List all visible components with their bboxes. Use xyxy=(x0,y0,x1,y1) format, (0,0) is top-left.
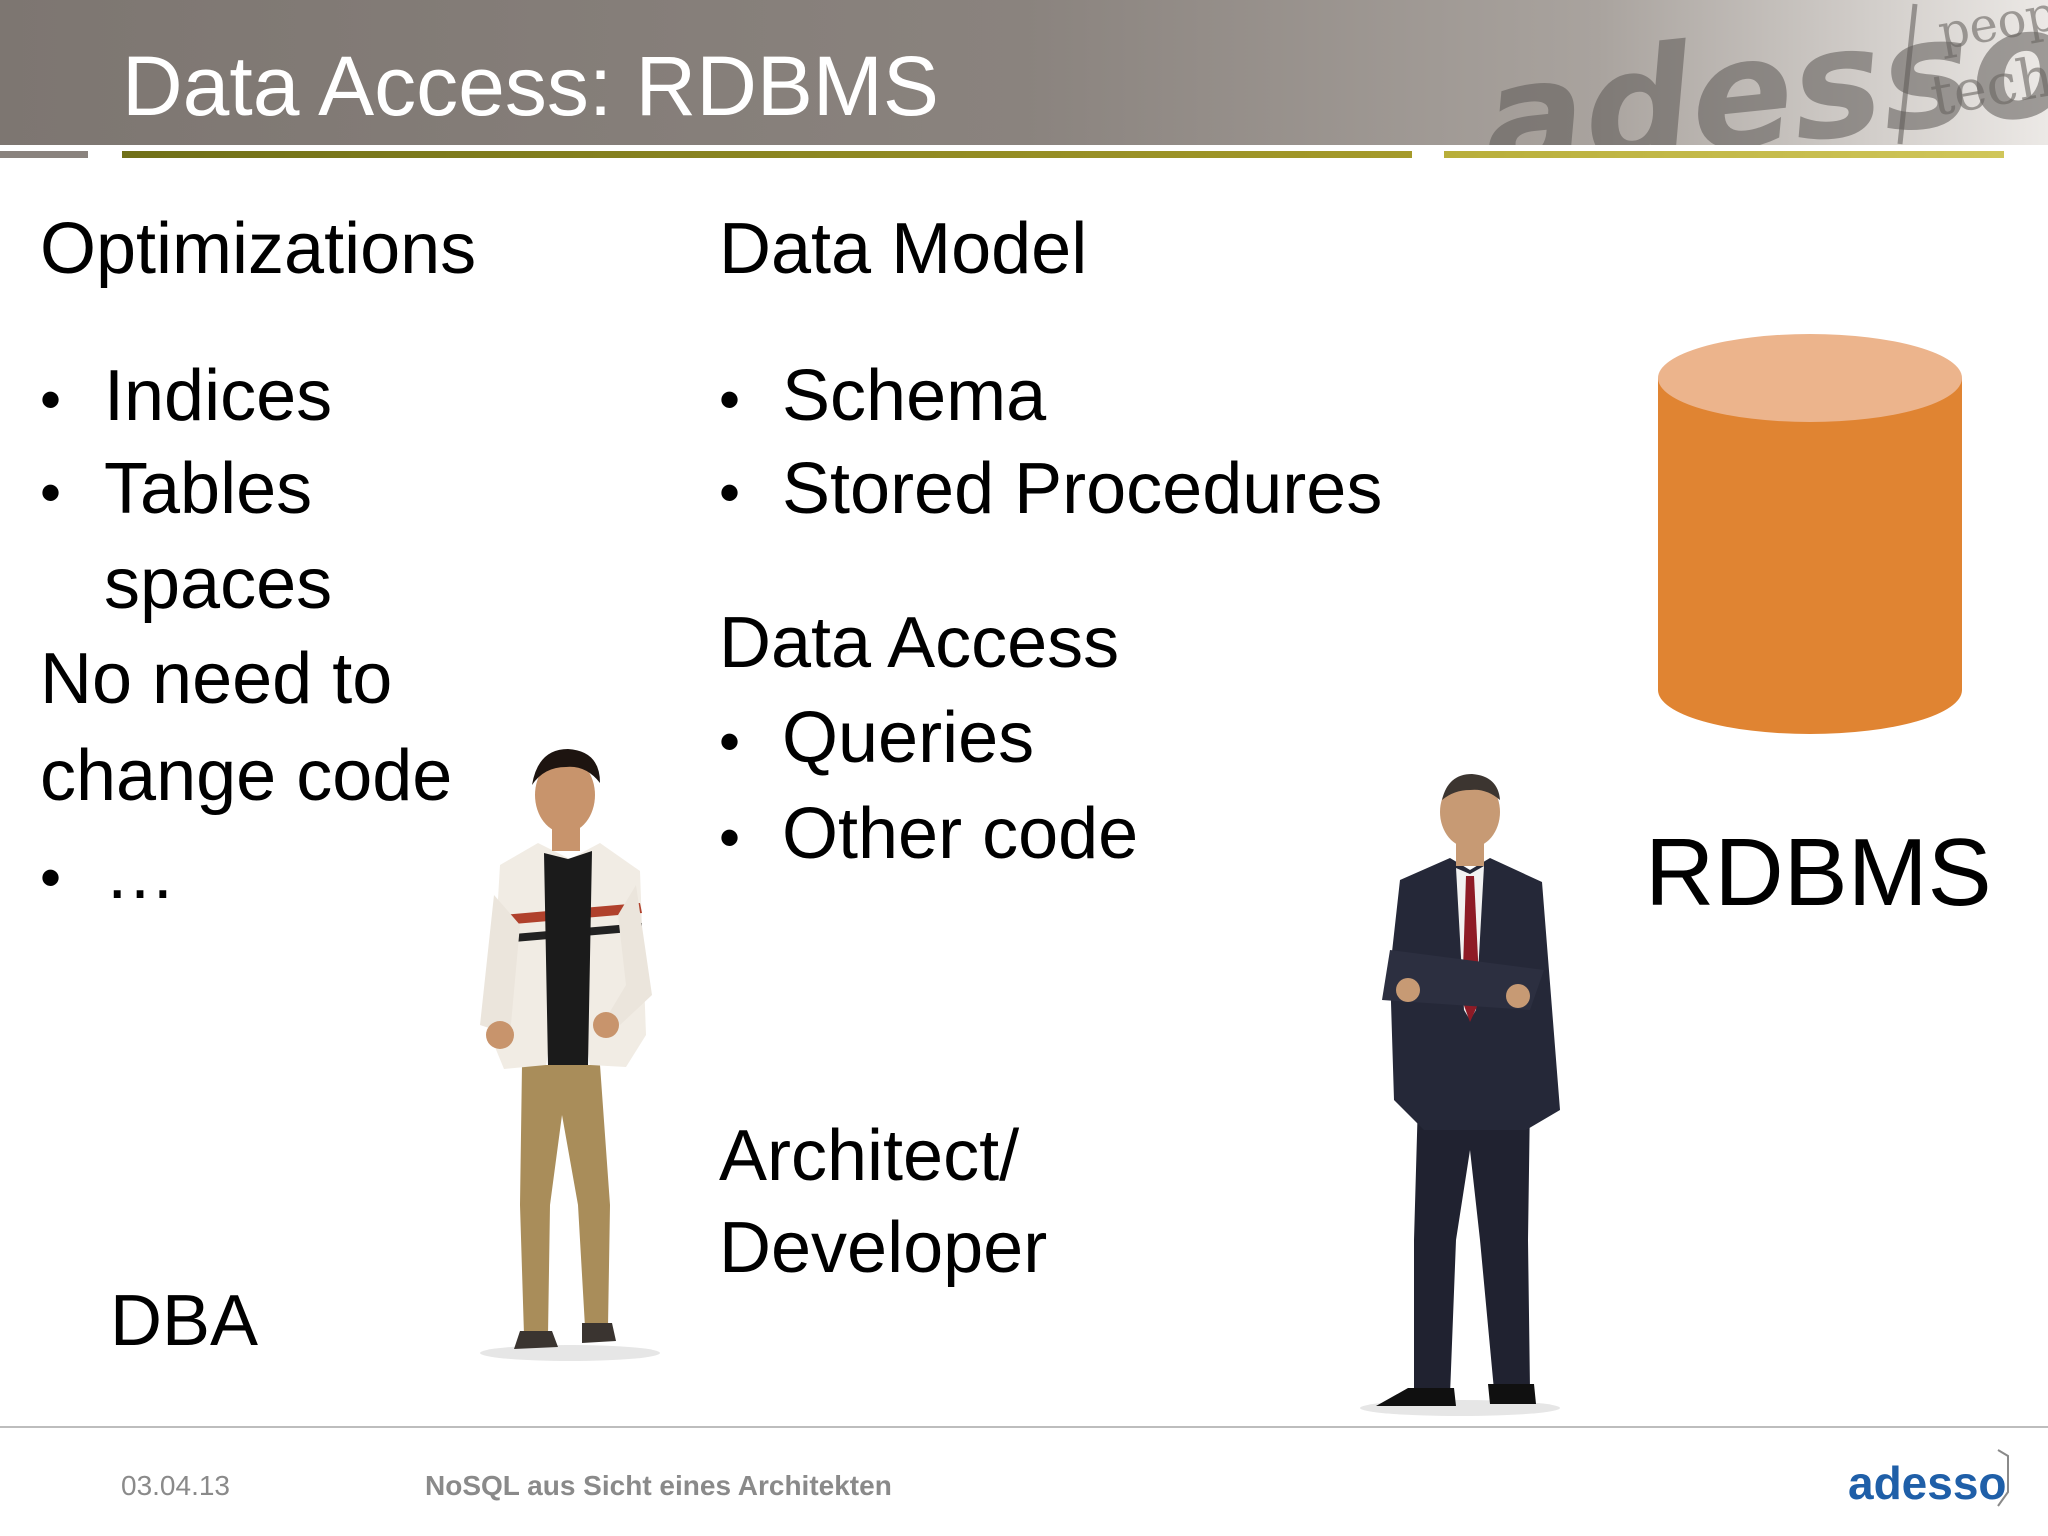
optimizations-heading: Optimizations xyxy=(40,209,477,289)
bullet-marker: • xyxy=(40,366,62,433)
bullet-marker: • xyxy=(719,459,741,526)
slide-title: Data Access: RDBMS xyxy=(122,39,939,133)
bullet-tables: Tables xyxy=(104,449,313,529)
bullet-queries: Queries xyxy=(782,698,1035,778)
header-rule-left xyxy=(0,151,88,158)
database-cylinder-icon xyxy=(1658,334,1962,734)
footer-divider xyxy=(0,1426,2048,1428)
architect-label-line-2: Developer xyxy=(719,1208,1048,1288)
logo-bracket-icon xyxy=(1997,1449,2009,1507)
adesso-logo: adesso xyxy=(1848,1457,2007,1509)
bullet-stored-procedures: Stored Procedures xyxy=(782,449,1383,529)
architect-label-line-1: Architect/ xyxy=(719,1116,1020,1196)
bullet-marker: • xyxy=(40,844,62,911)
bullet-other-code: Other code xyxy=(782,794,1139,874)
bullet-marker: • xyxy=(719,708,741,775)
architect-person-image xyxy=(1360,774,1560,1416)
data-access-heading: Data Access xyxy=(719,603,1120,683)
header-rule-right xyxy=(1444,151,2004,158)
bullet-tables-continued: spaces xyxy=(104,544,333,624)
bullet-marker: • xyxy=(719,804,741,871)
footer-title: NoSQL aus Sicht eines Architekten xyxy=(425,1470,892,1501)
dba-label: DBA xyxy=(110,1281,259,1361)
header-rule-middle xyxy=(122,151,1412,158)
data-model-heading: Data Model xyxy=(719,209,1088,289)
bullet-indices: Indices xyxy=(104,356,333,436)
slide-header: adesso people technology Data Access: RD… xyxy=(0,0,2048,145)
note-line-2: change code xyxy=(40,736,453,816)
bullet-marker: • xyxy=(40,459,62,526)
adesso-watermark-logo: adesso people technology xyxy=(1474,0,2048,145)
note-line-1: No need to xyxy=(40,639,393,719)
footer-date: 03.04.13 xyxy=(121,1470,230,1501)
rdbms-label: RDBMS xyxy=(1645,819,1992,926)
bullet-ellipsis: … xyxy=(104,834,176,914)
bullet-schema: Schema xyxy=(782,356,1047,436)
dba-person-image xyxy=(480,749,660,1361)
bullet-marker: • xyxy=(719,366,741,433)
